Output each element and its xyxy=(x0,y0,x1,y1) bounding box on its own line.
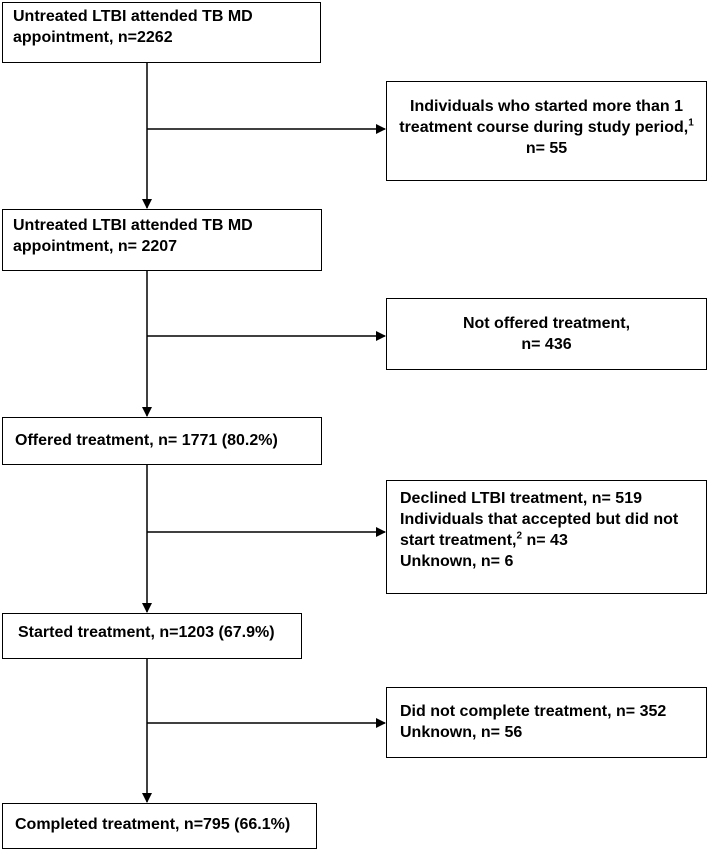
box-text: treatment course during study period,1 xyxy=(393,117,700,138)
box-text: n= 55 xyxy=(525,140,568,157)
box-text: Untreated LTBI attended TB MD xyxy=(13,8,253,25)
box-completed-treatment: Completed treatment, n=795 (66.1%) xyxy=(2,803,317,849)
box-started-treatment: Started treatment, n=1203 (67.9%) xyxy=(2,613,302,659)
box-text: Offered treatment, n= 1771 (80.2%) xyxy=(15,432,278,449)
box-text: start treatment,2 n= 43 xyxy=(400,530,706,551)
box-text: appointment, n=2262 xyxy=(13,29,173,46)
box-text: Unknown, n= 56 xyxy=(400,724,523,741)
box-untreated-ltbi-2262: Untreated LTBI attended TB MD appointmen… xyxy=(2,2,321,63)
box-multiple-courses-excluded: Individuals who started more than 1 trea… xyxy=(386,81,707,181)
box-text: Unknown, n= 6 xyxy=(400,553,514,570)
box-untreated-ltbi-2207: Untreated LTBI attended TB MD appointmen… xyxy=(2,209,322,271)
footnote-marker: 2 xyxy=(516,530,523,542)
box-not-offered-treatment: Not offered treatment, n= 436 xyxy=(386,298,707,370)
box-text: Declined LTBI treatment, n= 519 xyxy=(400,490,642,507)
box-text: Not offered treatment, xyxy=(462,315,631,332)
box-text-part: start treatment, xyxy=(400,532,517,549)
box-text-part: treatment course during study period, xyxy=(399,119,689,136)
box-text: n= 436 xyxy=(521,336,572,353)
box-text: Started treatment, n=1203 (67.9%) xyxy=(18,624,275,641)
box-text: Individuals who started more than 1 xyxy=(410,98,683,115)
box-text: Individuals that accepted but did not xyxy=(400,511,679,528)
box-declined-treatment: Declined LTBI treatment, n= 519 Individu… xyxy=(386,480,707,594)
footnote-marker: 1 xyxy=(688,117,694,129)
box-text-part: n= 43 xyxy=(522,532,568,549)
box-offered-treatment: Offered treatment, n= 1771 (80.2%) xyxy=(2,417,322,465)
box-text: Untreated LTBI attended TB MD xyxy=(13,217,253,234)
box-text: appointment, n= 2207 xyxy=(13,238,178,255)
box-did-not-complete: Did not complete treatment, n= 352 Unkno… xyxy=(386,687,707,758)
box-text: Did not complete treatment, n= 352 xyxy=(400,703,667,720)
box-text: Completed treatment, n=795 (66.1%) xyxy=(15,816,291,833)
